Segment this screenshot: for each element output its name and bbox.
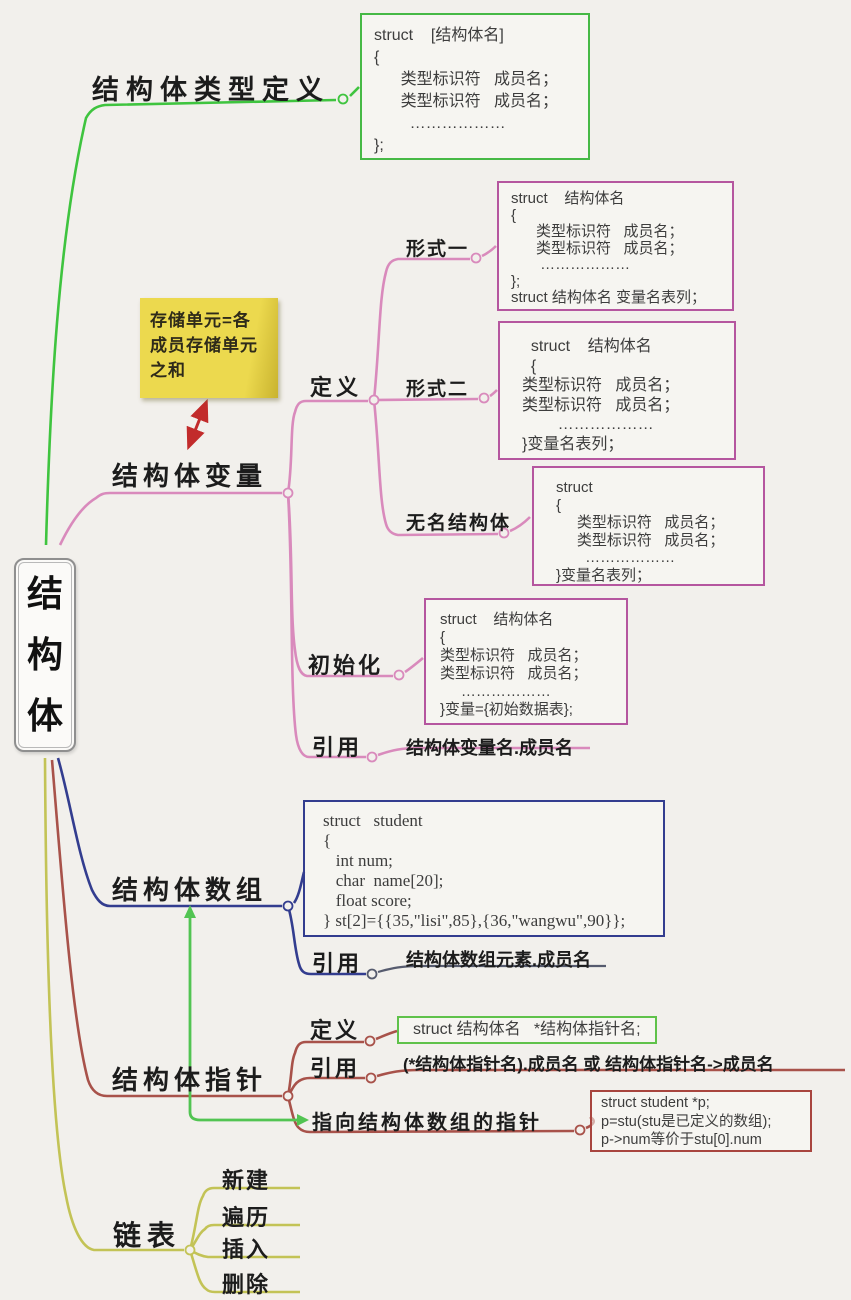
array-ref-text: 结构体数组元素.成员名	[406, 950, 591, 970]
sticky-note: 存储单元=各 成员存储单元 之和	[140, 298, 278, 398]
note-arrow	[186, 398, 209, 451]
variable-ref-text: 结构体变量名.成员名	[406, 738, 574, 758]
branch-linked-list-label: 链表	[113, 1220, 182, 1251]
variable-ref-label: 引用	[312, 735, 363, 760]
edge-variable	[58, 245, 590, 759]
array-ref-label: 引用	[312, 951, 363, 976]
anonymous-codebox: struct { 类型标识符 成员名； 类型标识符 成员名； ……………… }变…	[532, 466, 765, 586]
variable-define-label: 定义	[310, 375, 363, 400]
list-delete-label: 删除	[222, 1272, 271, 1297]
init-codebox: struct 结构体名 { 类型标识符 成员名； 类型标识符 成员名； ……………	[424, 598, 628, 725]
anonymous-label: 无名结构体	[406, 513, 512, 534]
edge-array-ref-underline	[377, 964, 606, 974]
form2-label: 形式二	[406, 379, 470, 400]
list-new-label: 新建	[222, 1168, 271, 1193]
note-line: 之和	[150, 361, 186, 380]
list-insert-label: 插入	[222, 1237, 271, 1262]
init-label: 初始化	[308, 653, 384, 678]
note-line: 存储单元=各	[150, 311, 251, 330]
branch-nodes	[184, 93, 586, 1256]
type-def-codebox: struct [结构体名] { 类型标识符 成员名； 类型标识符 成员名； ………	[360, 13, 590, 160]
root-char: 结	[26, 573, 63, 614]
pointer-ref-label: 引用	[310, 1056, 361, 1081]
form1-codebox: struct 结构体名 { 类型标识符 成员名； 类型标识符 成员名； ……………	[497, 181, 734, 311]
pointer-to-array-codebox: struct student *p; p=stu(stu是已定义的数组); p-…	[590, 1090, 812, 1152]
pointer-define-codebox: struct 结构体名 *结构体指针名;	[397, 1016, 657, 1044]
green-link-arrow	[184, 905, 309, 1126]
form2-codebox: struct 结构体名 { 类型标识符 成员名； 类型标识符 成员名； ……………	[498, 321, 736, 460]
list-traverse-label: 遍历	[222, 1205, 271, 1230]
root-node: 结 构 体	[14, 558, 76, 752]
branch-array-label: 结构体数组	[112, 875, 268, 905]
edge-linked-list	[43, 757, 300, 1294]
array-codebox: struct student { int num; char name[20];…	[303, 800, 665, 937]
root-char: 体	[26, 695, 63, 736]
pointer-define-label: 定义	[310, 1018, 361, 1043]
root-char: 构	[26, 634, 63, 675]
form1-label: 形式一	[406, 239, 470, 260]
pointer-to-array-label: 指向结构体数组的指针	[312, 1112, 542, 1134]
branch-type-def-label: 结构体类型定义	[92, 75, 330, 105]
edge-type-def	[44, 86, 360, 546]
pointer-ref-text: (*结构体指针名).成员名 或 结构体指针名->成员名	[403, 1055, 774, 1074]
note-line: 成员存储单元	[150, 336, 258, 355]
branch-variable-label: 结构体变量	[112, 461, 268, 491]
branch-pointer-label: 结构体指针	[112, 1065, 268, 1095]
